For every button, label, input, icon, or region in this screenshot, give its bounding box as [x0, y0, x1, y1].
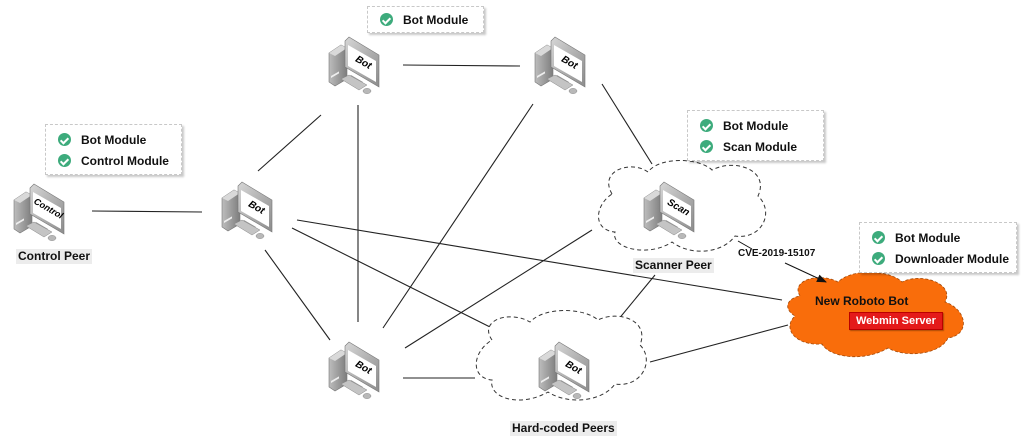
module-item: Scan Module	[700, 136, 811, 157]
module-item: Control Module	[58, 150, 169, 171]
edge-bot-mid-bot-bottom	[264, 249, 331, 341]
exploit-arrow-head-segment	[784, 262, 827, 283]
computer-icon-bot-top-right[interactable]: Bot	[534, 36, 586, 95]
check-circle-icon	[380, 13, 393, 26]
edge-bot-mid-bot-top-left	[257, 114, 322, 172]
computer-icon-bot-mid[interactable]: Bot	[221, 181, 273, 240]
module-label: Scan Module	[723, 139, 798, 154]
check-circle-icon	[700, 140, 713, 153]
edge-bot-mid-hardcoded	[291, 227, 501, 333]
edge-hardcoded-roboto	[649, 324, 789, 363]
computer-icon-hardcoded[interactable]: Bot	[538, 341, 590, 400]
edges-layer	[91, 64, 789, 379]
module-item: Bot Module	[58, 129, 169, 150]
computer-icon-bot-bottom[interactable]: Bot	[328, 341, 380, 400]
edge-control-bot-mid	[91, 210, 203, 213]
module-item: Bot Module	[872, 227, 1004, 248]
edge-bot-mid-roboto	[296, 219, 783, 301]
webmin-server-badge: Webmin Server	[849, 312, 943, 330]
edge-bot-top-right-bot-bottom	[382, 103, 534, 329]
module-label: Bot Module	[81, 132, 147, 147]
cve-label: CVE-2019-15107	[738, 248, 816, 259]
computer-icon-control[interactable]: Control	[13, 183, 65, 242]
edge-scanner-bot-bottom	[404, 229, 593, 349]
edge-bot-top-right-scanner	[601, 83, 653, 165]
caption-control-peer: Control Peer	[16, 249, 93, 264]
check-circle-icon	[58, 133, 71, 146]
check-circle-icon	[872, 231, 885, 244]
computer-icon-bot-top-left[interactable]: Bot	[328, 36, 380, 95]
module-box-bot-top: Bot Module	[367, 6, 484, 33]
module-label: Bot Module	[895, 230, 961, 245]
module-item: Downloader Module	[872, 248, 1009, 269]
caption-scanner-peer: Scanner Peer	[633, 258, 714, 273]
module-item: Bot Module	[380, 9, 471, 30]
check-circle-icon	[58, 154, 71, 167]
module-label: Downloader Module	[895, 251, 1009, 266]
check-circle-icon	[700, 119, 713, 132]
caption-hardcoded-peers: Hard-coded Peers	[510, 421, 617, 436]
module-box-control: Bot Module Control Module	[45, 124, 182, 175]
roboto-bot-title: New Roboto Bot	[815, 294, 909, 308]
module-box-scanner: Bot Module Scan Module	[687, 110, 824, 161]
exploit-arrow	[737, 240, 753, 250]
edge-bot-top-left-bot-top-right	[402, 64, 521, 67]
module-label: Bot Module	[403, 12, 469, 27]
computer-icon-scanner[interactable]: Scan	[643, 181, 695, 240]
module-label: Bot Module	[723, 118, 789, 133]
module-box-roboto: Bot Module Downloader Module	[859, 222, 1017, 273]
module-item: Bot Module	[700, 115, 811, 136]
module-label: Control Module	[81, 153, 169, 168]
check-circle-icon	[872, 252, 885, 265]
